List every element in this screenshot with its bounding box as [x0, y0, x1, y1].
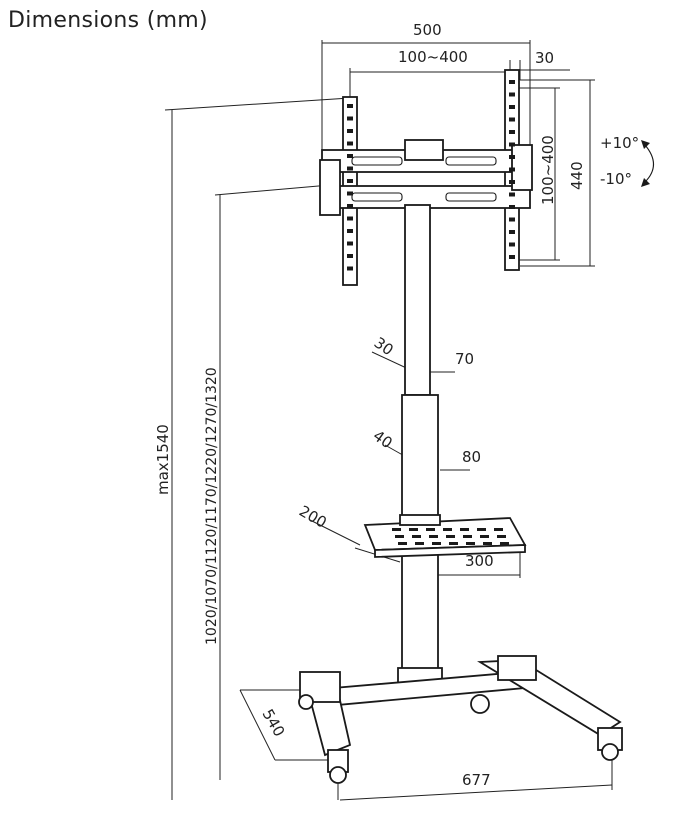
- hole: [463, 535, 472, 538]
- hole: [432, 542, 441, 545]
- page-title: Dimensions (mm): [8, 8, 208, 33]
- hole: [412, 535, 421, 538]
- hole: [415, 542, 424, 545]
- hole: [347, 179, 353, 183]
- dim-vesa-vertical: 100~400: [539, 135, 557, 205]
- hole: [429, 535, 438, 538]
- tilt-arrow-down-head-icon: [641, 178, 650, 187]
- hole: [392, 528, 401, 531]
- hole: [460, 528, 469, 531]
- hole: [509, 217, 515, 222]
- hole: [347, 141, 353, 146]
- hole: [347, 166, 353, 171]
- hole: [509, 105, 515, 109]
- hole: [509, 205, 515, 209]
- hole: [509, 180, 515, 184]
- hole: [500, 542, 509, 545]
- hole: [446, 535, 455, 538]
- hole: [426, 528, 435, 531]
- hole: [347, 116, 353, 121]
- dim-tilt-up: +10°: [600, 134, 639, 152]
- hole: [509, 117, 515, 122]
- dim-bracket-height: 440: [568, 161, 586, 190]
- dim-base-width: 677: [462, 771, 491, 789]
- shelf-holes: [392, 528, 509, 545]
- hole: [443, 528, 452, 531]
- hole: [347, 266, 353, 271]
- hole: [509, 167, 515, 172]
- dim-shelf-width: 300: [465, 552, 494, 570]
- hole: [347, 204, 353, 208]
- hole: [347, 216, 353, 221]
- dim-height-positions: 1020/1070/1120/1170/1220/1270/1320: [204, 367, 220, 645]
- dim-column-depth-upper: 30: [371, 334, 397, 360]
- hole: [509, 92, 515, 97]
- dim-column-width-lower: 80: [462, 448, 481, 466]
- hole: [509, 155, 515, 159]
- bracket-holes: [347, 80, 515, 271]
- dim-column-width-upper: 70: [455, 350, 474, 368]
- hole: [347, 154, 353, 158]
- hole: [347, 241, 353, 246]
- hole: [449, 542, 458, 545]
- dim-bracket-depth: 30: [535, 49, 554, 67]
- dim-vesa-horizontal: 100~400: [398, 48, 468, 66]
- hole: [509, 255, 515, 259]
- hole: [509, 230, 515, 234]
- hole: [398, 542, 407, 545]
- hole: [509, 142, 515, 147]
- hole: [477, 528, 486, 531]
- hole: [509, 80, 515, 84]
- hole: [509, 192, 515, 197]
- hole: [347, 254, 353, 258]
- hole: [409, 528, 418, 531]
- casters: [298, 694, 623, 784]
- hole: [497, 535, 506, 538]
- hole: [509, 130, 515, 134]
- dim-base-depth: 540: [259, 706, 289, 740]
- tilt-arrow-icon: [644, 144, 655, 183]
- hole: [466, 542, 475, 545]
- hole: [509, 242, 515, 247]
- hole: [347, 191, 353, 196]
- hole: [480, 535, 489, 538]
- hole: [347, 104, 353, 108]
- dim-tilt-down: -10°: [600, 170, 632, 188]
- hole: [494, 528, 503, 531]
- column: [397, 204, 443, 685]
- dim-max-height: max1540: [154, 424, 172, 495]
- hole: [483, 542, 492, 545]
- tilt-arrow-up-head-icon: [641, 140, 650, 149]
- base: [299, 655, 622, 757]
- hole: [347, 229, 353, 233]
- hole: [395, 535, 404, 538]
- dim-overall-width: 500: [413, 21, 442, 39]
- hole: [347, 129, 353, 133]
